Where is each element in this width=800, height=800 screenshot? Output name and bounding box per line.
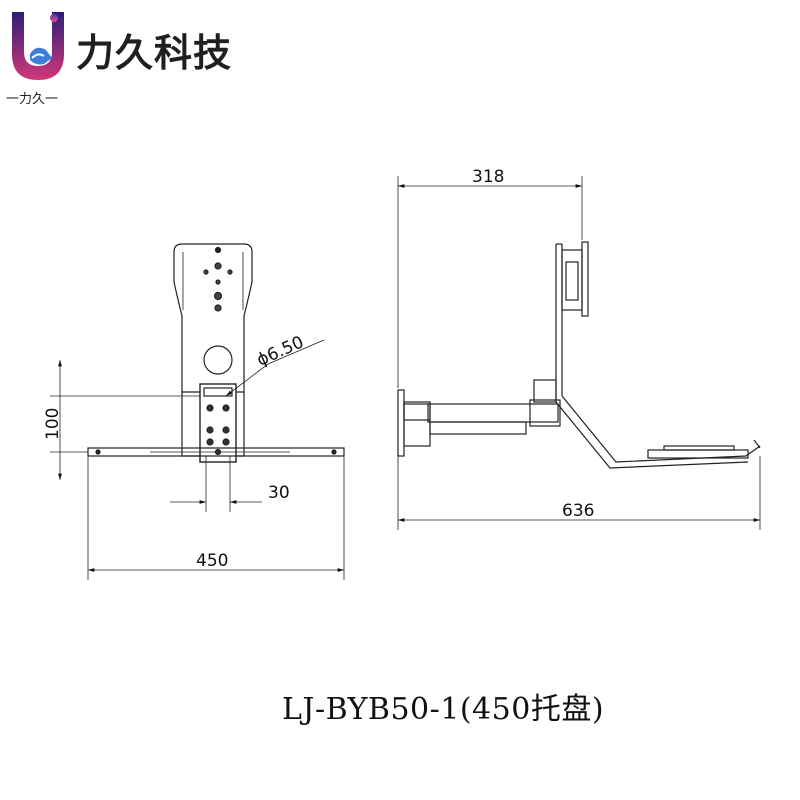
side-vesa-plate	[561, 249, 583, 311]
dim-100: 100	[43, 408, 63, 440]
side-arm	[427, 403, 559, 423]
front-view	[50, 243, 345, 580]
brand-name: 力久科技	[76, 31, 233, 75]
side-view	[397, 176, 761, 530]
dim-30: 30	[268, 483, 290, 503]
brand-subtitle: 一力久一	[6, 92, 59, 107]
front-center-hole	[203, 345, 233, 375]
front-upright-plate	[173, 243, 253, 393]
dim-636: 636	[562, 501, 594, 521]
brand-logo-icon	[12, 12, 64, 80]
dim-450: 450	[196, 551, 228, 571]
side-wall-plate	[397, 389, 405, 457]
model-caption: LJ-BYB50-1(450托盘)	[282, 692, 605, 727]
dim-318: 318	[472, 167, 504, 187]
dim-hole-diameter: ϕ6.50	[254, 332, 307, 370]
